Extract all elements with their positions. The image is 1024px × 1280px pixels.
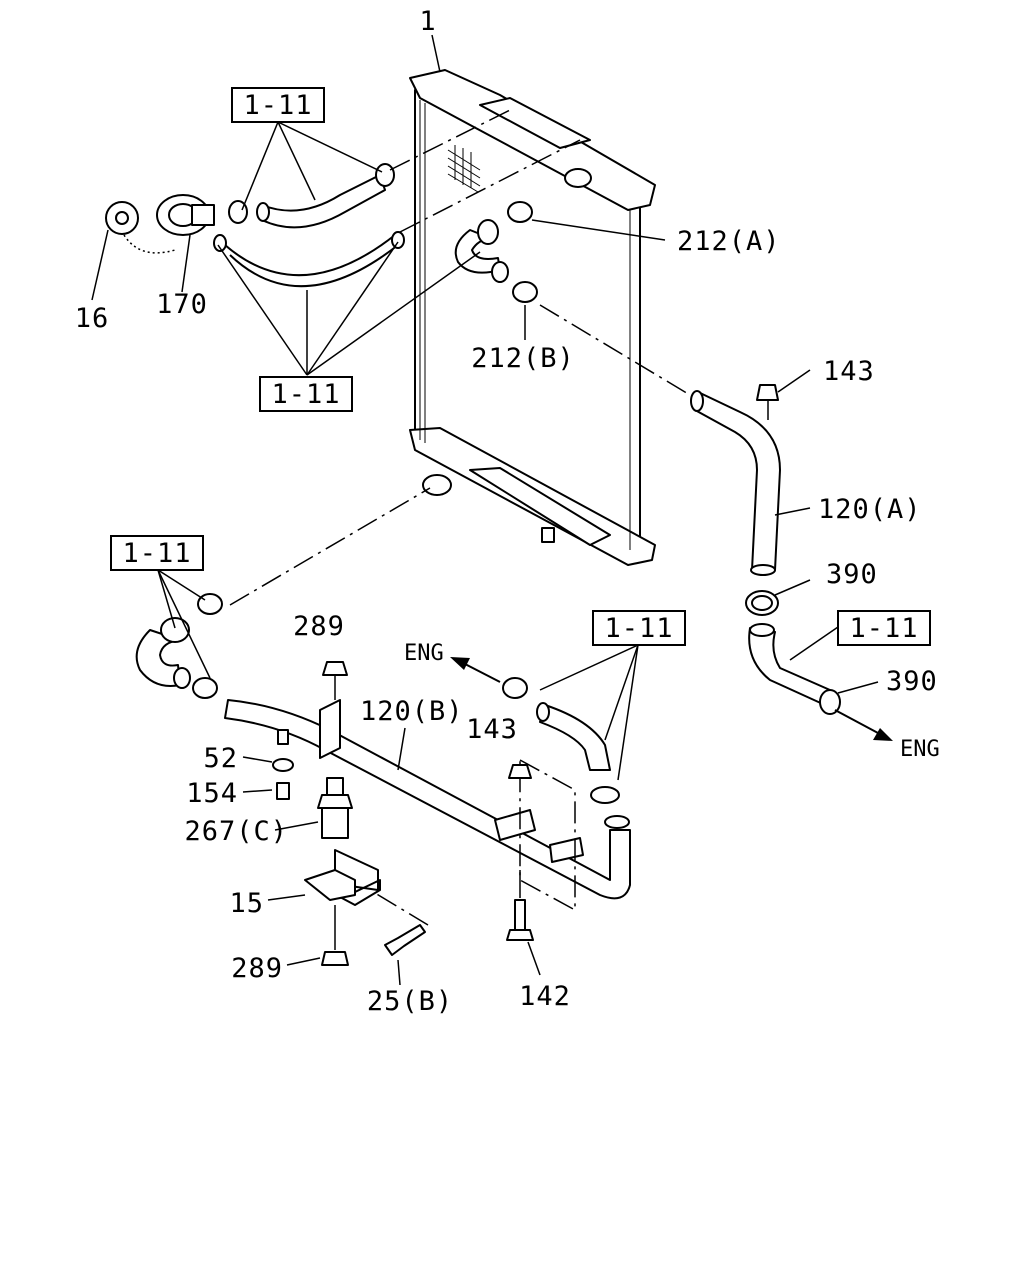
ref-box-lower-middle: 1-11 (592, 610, 686, 646)
ref-box-middle-left: 1-11 (259, 376, 353, 412)
pipe-120b (224, 699, 631, 900)
hose-clamps-top (213, 163, 405, 252)
ref-box-lower-left: 1-11 (110, 535, 204, 571)
label-part-52: 52 (203, 743, 238, 774)
label-part-289-lower: 289 (231, 953, 283, 984)
ref-box-top-left-text: 1-11 (243, 90, 312, 121)
ref-box-lower-middle-text: 1-11 (604, 613, 673, 644)
label-part-120b: 120(B) (360, 696, 464, 727)
clamp-390a (745, 590, 779, 616)
label-part-16: 16 (75, 303, 110, 334)
label-part-142: 142 (519, 981, 571, 1012)
label-part-170: 170 (156, 289, 208, 320)
lower-elbow-hose (135, 593, 223, 699)
ref-box-right-text: 1-11 (849, 613, 918, 644)
eng-arrow-left (450, 657, 501, 683)
label-part-212a: 212(A) (677, 226, 781, 257)
core-mesh (447, 145, 481, 193)
label-part-212b: 212(B) (471, 343, 575, 374)
ref-box-top-left: 1-11 (231, 87, 325, 123)
filler-neck (156, 194, 215, 293)
label-part-390-upper: 390 (826, 559, 878, 590)
label-part-390-lower: 390 (886, 666, 938, 697)
hose-lower-right (748, 623, 841, 715)
ref-box-right: 1-11 (837, 610, 931, 646)
label-part-143-upper: 143 (823, 356, 875, 387)
hose-120a (690, 384, 781, 576)
label-part-25b: 25(B) (367, 986, 453, 1017)
ref-box-middle-left-text: 1-11 (271, 379, 340, 410)
label-part-120a: 120(A) (818, 494, 922, 525)
label-part-15: 15 (229, 888, 264, 919)
label-part-143-lower: 143 (466, 714, 518, 745)
label-part-154: 154 (186, 778, 238, 809)
label-part-289-upper: 289 (293, 611, 345, 642)
engine-hose (502, 677, 620, 804)
label-part-267c: 267(C) (184, 816, 288, 847)
mount-hardware (272, 661, 534, 966)
radiator-cap (91, 201, 176, 301)
label-part-1: 1 (419, 6, 436, 37)
breather-hose (224, 234, 399, 288)
upper-hose (256, 174, 386, 229)
label-eng-right: ENG (900, 737, 940, 762)
ref-box-lower-left-text: 1-11 (122, 538, 191, 569)
label-eng-left: ENG (404, 641, 444, 666)
leader-lines (157, 121, 879, 986)
eng-arrow-right (834, 709, 893, 741)
